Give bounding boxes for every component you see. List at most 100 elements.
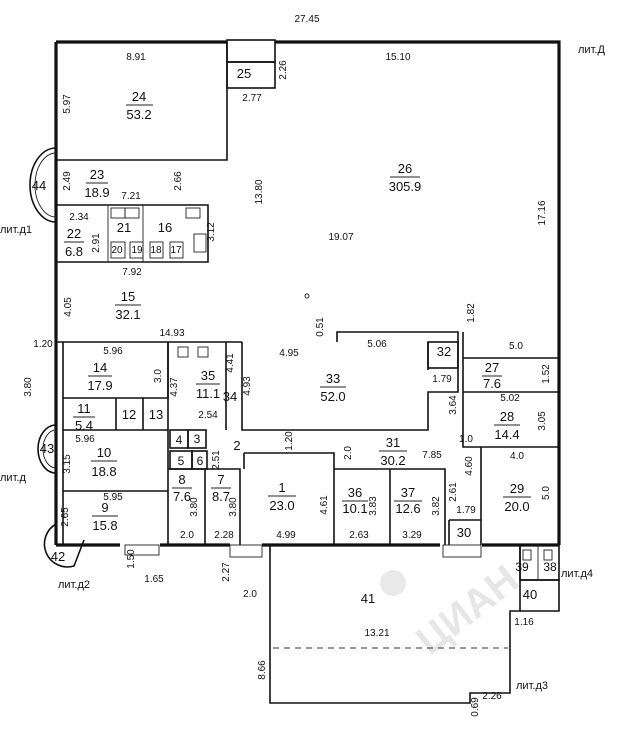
- dim-5-0-top: 5.0: [509, 341, 523, 352]
- dim-8-66: 8.66: [257, 660, 268, 680]
- dim-2-26-b: 2.26: [482, 691, 502, 702]
- annexes: [29, 147, 560, 704]
- room-33-number: 33: [326, 371, 340, 386]
- dim-1-82: 1.82: [466, 303, 477, 323]
- dim-2-91: 2.91: [91, 233, 102, 253]
- dim-3-12: 3.12: [206, 222, 217, 242]
- room-15-area: 32.1: [115, 307, 140, 322]
- dim-13-21: 13.21: [364, 628, 389, 639]
- dim-4-60: 4.60: [464, 456, 475, 476]
- room-18-number: 18: [150, 245, 162, 256]
- dim-1-16: 1.16: [514, 617, 534, 628]
- room-7-number: 7: [217, 472, 224, 487]
- room-9-number: 9: [101, 500, 108, 515]
- dim-2-34: 2.34: [69, 212, 89, 223]
- room-34-number: 34: [223, 389, 237, 404]
- room-8-number: 8: [178, 472, 185, 487]
- room-17-number: 17: [170, 245, 182, 256]
- dim-2-49: 2.49: [62, 171, 73, 191]
- dim-2-66: 2.66: [173, 171, 184, 191]
- dim-4-41: 4.41: [225, 353, 236, 373]
- dim-1-65: 1.65: [144, 574, 164, 585]
- dim-1-20-left: 1.20: [33, 339, 53, 350]
- label-lit-d1: лит.д1: [0, 224, 32, 236]
- room-6-number: 6: [197, 454, 204, 468]
- room-2-number: 2: [233, 438, 240, 453]
- dim-2-63: 2.63: [349, 530, 369, 541]
- dim-5-96-mid: 5.96: [75, 434, 95, 445]
- dim-2-54: 2.54: [198, 410, 218, 421]
- room-24-number: 24: [132, 89, 146, 104]
- dim-3-29: 3.29: [402, 530, 422, 541]
- room-15-number: 15: [121, 289, 135, 304]
- room-23-area: 18.9: [84, 185, 109, 200]
- dim-3-80-b: 3.80: [228, 497, 239, 517]
- dim-8-91: 8.91: [126, 52, 146, 63]
- dim-1-52: 1.52: [541, 364, 552, 384]
- outer-walls: [54, 39, 561, 547]
- room-27-number: 27: [485, 360, 499, 375]
- room-37-area: 12.6: [395, 501, 420, 516]
- dim-1-79-b: 1.79: [456, 505, 476, 516]
- room-22-area: 6.8: [65, 244, 83, 259]
- room-35-number: 35: [201, 368, 215, 383]
- dim-2-0-b: 2.0: [180, 530, 194, 541]
- dim-5-96-top: 5.96: [103, 346, 123, 357]
- dim-5-0-right: 5.0: [541, 486, 552, 500]
- label-lit-d4: лит.д4: [561, 568, 593, 580]
- dim-2-28: 2.28: [214, 530, 234, 541]
- watermark-text: ЦИАН: [408, 557, 526, 663]
- room-41-number: 41: [361, 591, 375, 606]
- dim-3-82: 3.82: [431, 496, 442, 516]
- room-30-number: 30: [457, 525, 471, 540]
- label-lit-D: лит.Д: [578, 44, 605, 56]
- dim-27-45: 27.45: [294, 14, 319, 25]
- room-39-number: 39: [515, 560, 529, 574]
- room-36-number: 36: [348, 485, 362, 500]
- partitions: [56, 42, 559, 545]
- dim-5-97: 5.97: [62, 94, 73, 114]
- label-lit-d2: лит.д2: [58, 579, 90, 591]
- dim-5-02: 5.02: [500, 393, 520, 404]
- dim-7-92: 7.92: [122, 267, 142, 278]
- room-20-number: 20: [111, 245, 123, 256]
- dim-1-20-mid: 1.20: [284, 431, 295, 451]
- room-23-number: 23: [90, 167, 104, 182]
- dim-7-85: 7.85: [422, 450, 442, 461]
- dim-4-37: 4.37: [169, 377, 180, 397]
- room-1-area: 23.0: [269, 498, 294, 513]
- room-29-area: 20.0: [504, 499, 529, 514]
- dim-3-83: 3.83: [368, 496, 379, 516]
- room-25-number: 25: [237, 66, 251, 81]
- dim-4-0: 4.0: [510, 451, 524, 462]
- room-26-area: 305.9: [389, 179, 422, 194]
- dim-15-10: 15.10: [385, 52, 410, 63]
- dim-13-80: 13.80: [254, 179, 265, 204]
- dim-7-21: 7.21: [121, 191, 141, 202]
- dim-2-26: 2.26: [278, 60, 289, 80]
- room-19-number: 19: [131, 245, 143, 256]
- room-4-number: 4: [176, 433, 183, 447]
- dim-2-65: 2.65: [60, 507, 71, 527]
- room-11-area: 5.4: [75, 418, 93, 433]
- room-16-number: 16: [158, 220, 172, 235]
- dim-14-93: 14.93: [159, 328, 184, 339]
- dim-3-64: 3.64: [448, 395, 459, 415]
- dim-4-99: 4.99: [276, 530, 296, 541]
- room-37-number: 37: [401, 485, 415, 500]
- dim-4-61: 4.61: [319, 495, 330, 515]
- room-26-number: 26: [398, 161, 412, 176]
- room-44-number: 44: [32, 178, 46, 193]
- dim-5-95: 5.95: [103, 492, 123, 503]
- room-24-area: 53.2: [126, 107, 151, 122]
- dim-2-77: 2.77: [242, 93, 262, 104]
- dim-1-50: 1.50: [126, 549, 137, 569]
- dim-2-0-a: 2.0: [343, 446, 354, 460]
- room-33-area: 52.0: [320, 389, 345, 404]
- room-36-area: 10.1: [342, 501, 367, 516]
- dim-1-79-a: 1.79: [432, 374, 452, 385]
- room-43-number: 43: [40, 441, 54, 456]
- room-21-number: 21: [117, 220, 131, 235]
- room-29-number: 29: [510, 481, 524, 496]
- room-35-area: 11.1: [196, 386, 220, 401]
